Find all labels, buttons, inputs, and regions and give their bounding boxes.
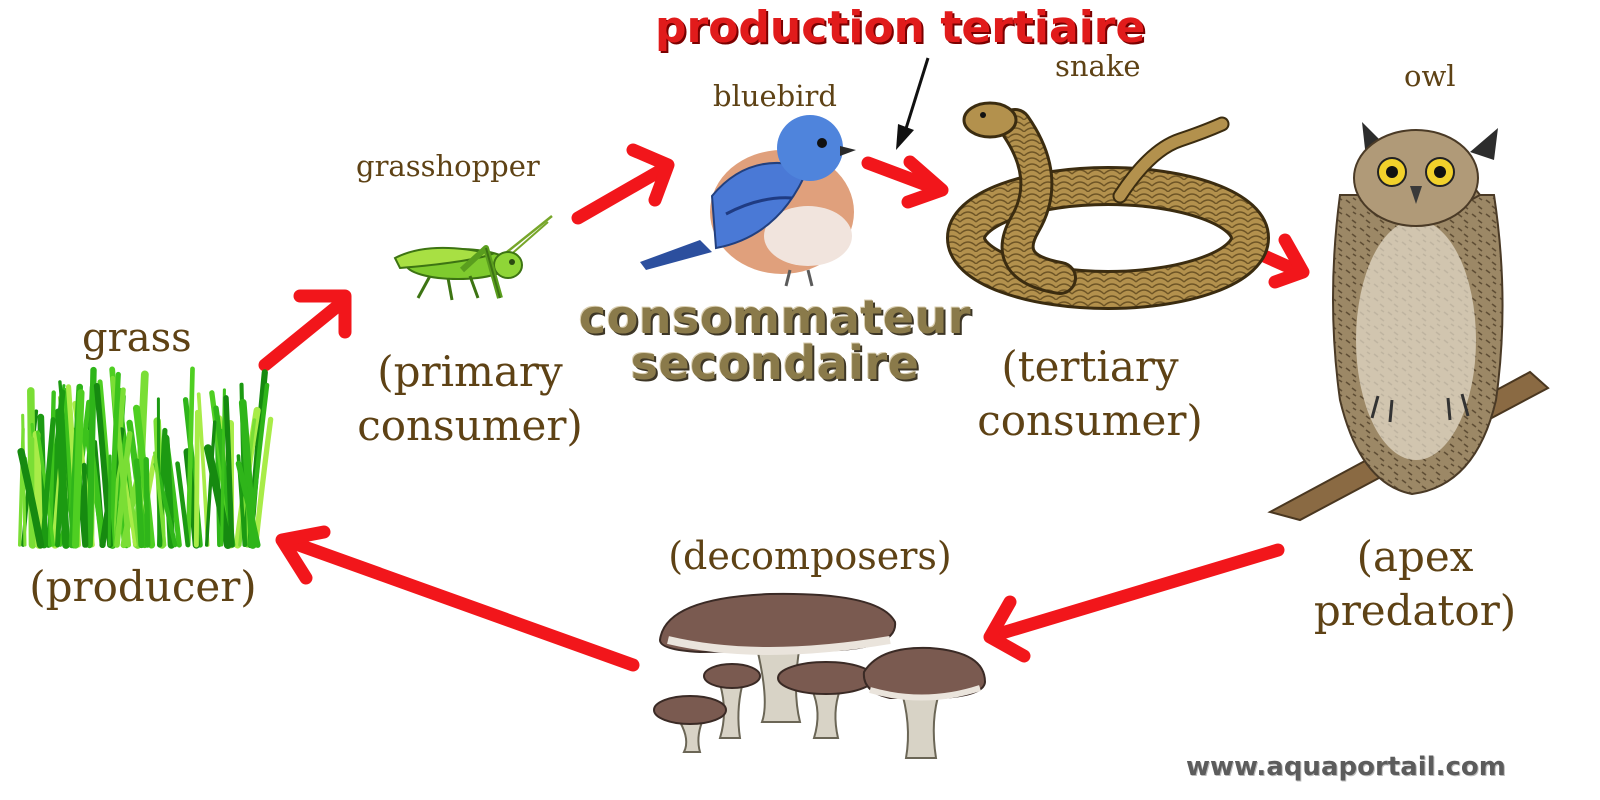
decomposers-role-label: (decomposers) [668,534,952,578]
grass-blade [193,409,200,548]
grass-blade [185,366,195,548]
grass-blade [81,462,89,548]
grass-blade [72,389,85,549]
owl-label: owl [1404,59,1456,93]
grass-blade [107,454,112,547]
grass-label: grass [82,315,192,361]
annotation-pointer-arrow [896,57,930,150]
bluebird-illustration [640,115,856,287]
grass-illustration [17,366,274,549]
grass-blade [17,447,45,549]
arrow-grasshopper-to-bluebird [571,143,675,225]
grasshopper-illustration [393,215,553,301]
grass-blade [40,417,56,548]
arrow-bluebird-to-snake [861,155,949,209]
grass-blade [143,457,151,548]
grass-role-label: (producer) [29,562,257,611]
arrow-snake-to-owl [1255,233,1310,289]
grass-blade [223,395,235,548]
grass-blade [21,413,27,547]
mushrooms-illustration [653,592,987,759]
watermark: www.aquaportail.com [1186,752,1506,782]
owl-role-label: (apex predator) [1313,532,1517,635]
grasshopper-role-label: (primary consumer) [357,347,583,450]
snake-label: snake [1055,49,1141,83]
snake-illustration [946,101,1270,310]
production-tertiaire-annotation: production tertiaire [655,2,1146,53]
bluebird-label: bluebird [713,79,837,113]
grass-blade [86,366,97,549]
arrow-owl-to-decomposers [983,543,1285,663]
grass-blade [153,451,167,547]
grass-blade [175,461,191,548]
bluebird-role-label: consommateur secondaire [578,290,972,390]
owl-illustration [1267,122,1550,522]
arrow-grass-to-grasshopper [258,289,352,372]
grass-blade [204,420,217,547]
grasshopper-label: grasshopper [356,149,540,183]
snake-role-label: (tertiary consumer) [977,342,1203,445]
arrow-decomposers-to-grass [275,525,640,672]
grass-blade [235,460,261,548]
grass-blade [133,458,145,549]
grass-blade [203,444,232,549]
